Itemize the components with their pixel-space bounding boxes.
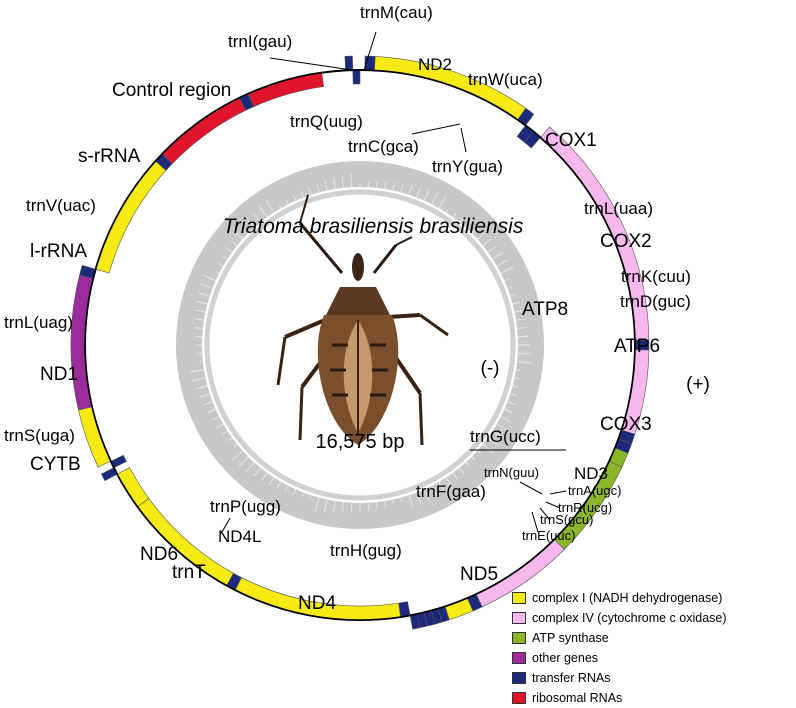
gene-label-trns-uga: trnS(uga) xyxy=(4,426,75,445)
gene-label-control-region: Control region xyxy=(112,80,231,101)
legend-swatch xyxy=(512,612,526,624)
gene-label-trnf-gaa: trnF(gaa) xyxy=(416,482,486,501)
legend-item: complex IV (cytochrome c oxidase) xyxy=(512,608,727,628)
legend-swatch xyxy=(512,652,526,664)
gene-label-s-rrna: s-rRNA xyxy=(78,146,141,167)
gene-label-trni-gau: trnI(gau) xyxy=(228,32,292,51)
gene-label-cytb: CYTB xyxy=(30,454,81,475)
gene-label-trnd-guc: trnD(guc) xyxy=(620,292,691,311)
gene-label-l-rrna: l-rRNA xyxy=(30,241,87,262)
gene-label-trnc-gca: trnC(gca) xyxy=(348,137,419,156)
gene-label-trnw-uca: trnW(uca) xyxy=(468,70,543,89)
legend-label: complex IV (cytochrome c oxidase) xyxy=(532,611,727,625)
gene-label-trnn-guu: trnN(guu) xyxy=(484,465,539,480)
gene-segment-trni-gau xyxy=(345,56,353,70)
leader-line xyxy=(520,482,542,494)
gene-segment-l-rrna xyxy=(162,98,245,164)
leader-line xyxy=(270,58,352,70)
gene-label-atp8: ATP8 xyxy=(522,299,568,320)
leader-line xyxy=(550,491,566,494)
gene-label-trnq-uug: trnQ(uug) xyxy=(290,112,363,131)
gene-label-trnm-cau: trnM(cau) xyxy=(360,3,433,22)
gene-segment-trnq-uug xyxy=(353,70,360,84)
gene-label-trnl-uag: trnL(uag) xyxy=(4,313,73,332)
legend-item: other genes xyxy=(512,648,727,668)
legend-item: transfer RNAs xyxy=(512,668,727,688)
gene-label-nd1: ND1 xyxy=(40,364,78,385)
legend-swatch xyxy=(512,632,526,644)
leader-line xyxy=(461,128,466,152)
gene-label-cox1: COX1 xyxy=(545,130,597,151)
gene-label-trne-uuc: trnE(uuc) xyxy=(522,528,575,543)
gene-label-atp6: ATP6 xyxy=(614,336,660,357)
leader-line xyxy=(412,124,460,134)
legend-swatch xyxy=(512,672,526,684)
gene-label-trna-ugc: trnA(ugc) xyxy=(568,483,621,498)
legend-item: ATP synthase xyxy=(512,628,727,648)
gene-label-cox2: COX2 xyxy=(600,231,652,252)
genome-size: 16,575 bp xyxy=(316,431,405,453)
legend-label: complex I (NADH dehydrogenase) xyxy=(532,591,722,605)
legend-item: complex I (NADH dehydrogenase) xyxy=(512,588,727,608)
gene-label-nd5: ND5 xyxy=(460,564,498,585)
legend: complex I (NADH dehydrogenase) complex IV… xyxy=(512,588,727,708)
legend-item: ribosomal RNAs xyxy=(512,688,727,708)
gene-label-trny-gua: trnY(gua) xyxy=(432,157,503,176)
gene-label-nd3: ND3 xyxy=(574,464,608,483)
strand-minus-label: (-) xyxy=(481,358,500,379)
strand-plus-label: (+) xyxy=(686,374,710,395)
species-title: Triatoma brasiliensis brasiliensis xyxy=(223,215,524,238)
gene-label-trnt: trnT xyxy=(172,562,206,583)
gene-label-nd4: ND4 xyxy=(298,593,336,614)
gene-label-nd4l: ND4L xyxy=(218,527,261,546)
gene-segment-nd1 xyxy=(96,161,166,273)
legend-label: other genes xyxy=(532,651,598,665)
gene-label-trnk-cuu: trnK(cuu) xyxy=(621,267,691,286)
legend-swatch xyxy=(512,692,526,704)
gene-label-nd2: ND2 xyxy=(418,55,452,74)
legend-swatch xyxy=(512,592,526,604)
gene-label-trnl-uaa: trnL(uaa) xyxy=(584,199,653,218)
legend-label: transfer RNAs xyxy=(532,671,611,685)
gene-label-nd6: ND6 xyxy=(140,544,178,565)
gene-label-trns-gcu: trnS(gcu) xyxy=(540,512,593,527)
gene-label-trnv-uac: trnV(uac) xyxy=(26,196,96,215)
legend-label: ribosomal RNAs xyxy=(532,691,622,705)
gene-label-trnp-ugg: trnP(ugg) xyxy=(210,497,281,516)
gene-label-trnh-gug: trnH(gug) xyxy=(330,541,402,560)
gene-label-trng-ucc: trnG(ucc) xyxy=(470,427,541,446)
legend-label: ATP synthase xyxy=(532,631,609,645)
gene-label-cox3: COX3 xyxy=(600,414,652,435)
